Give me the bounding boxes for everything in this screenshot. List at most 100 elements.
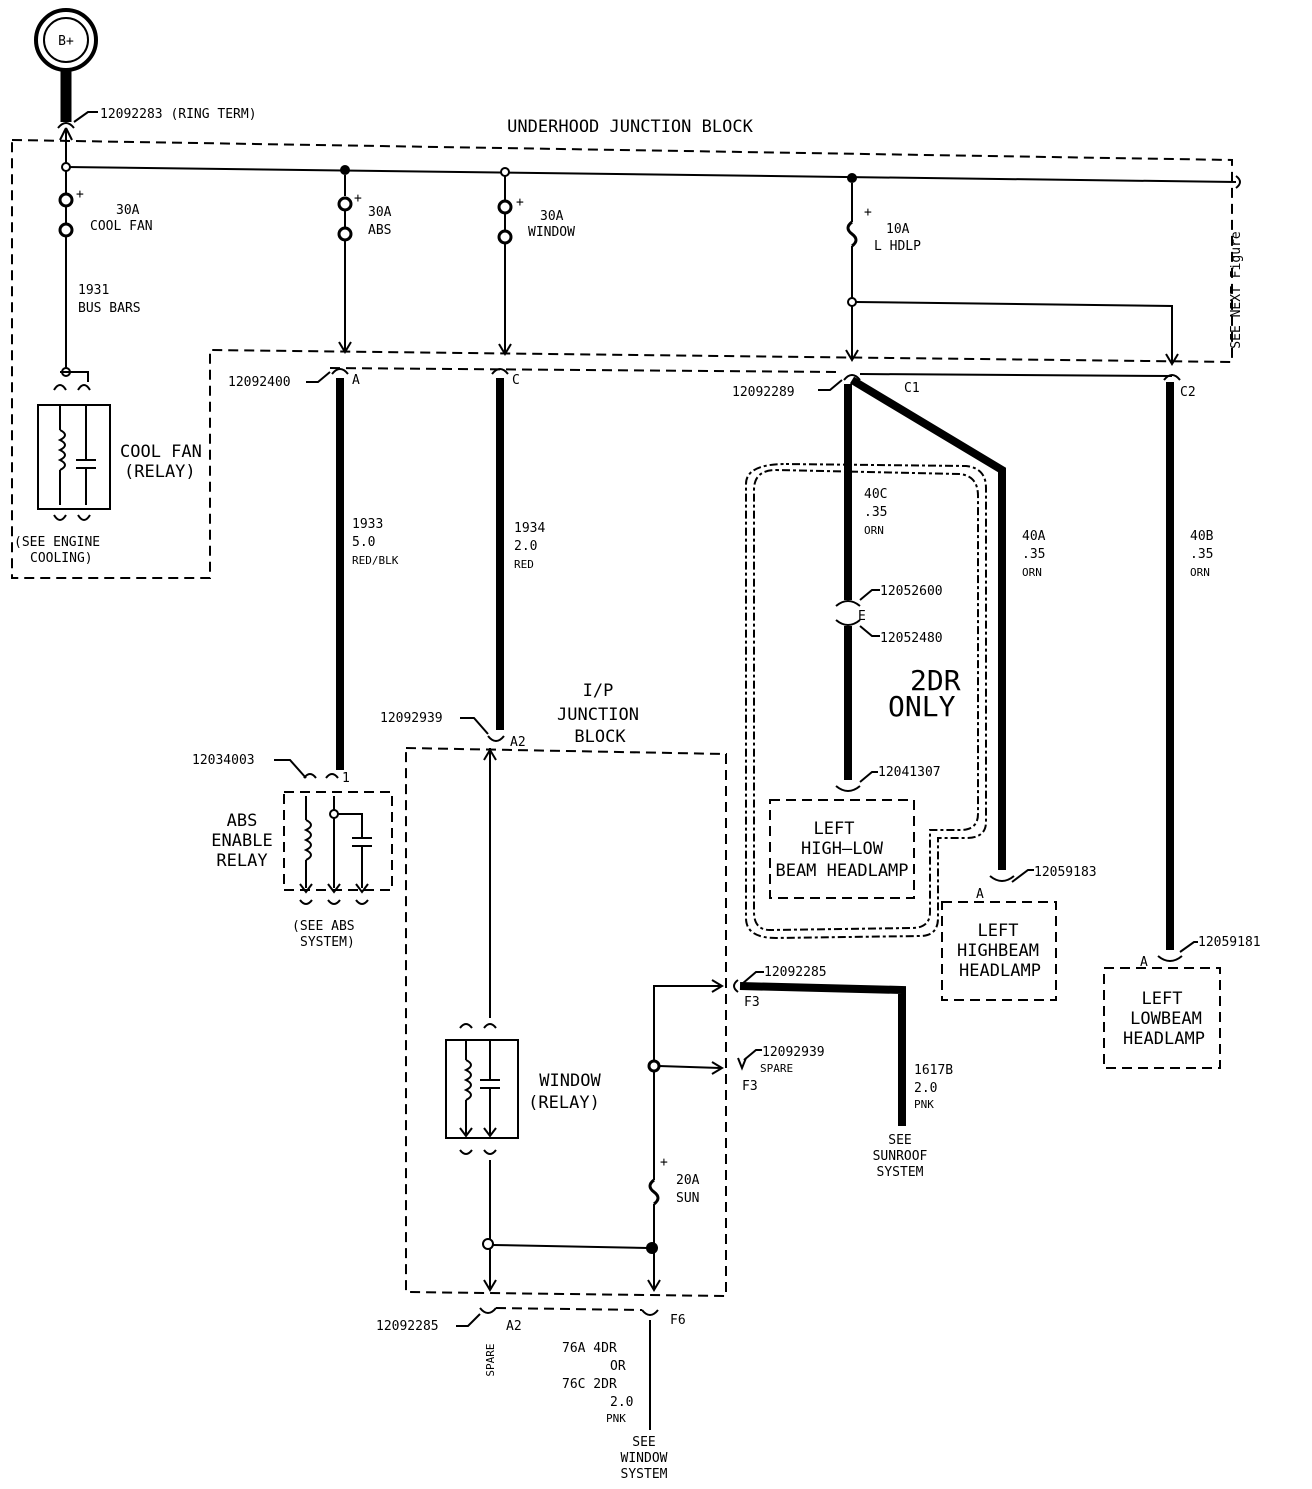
c2-arrow <box>1165 353 1179 366</box>
window-fuse-output-arrow <box>498 343 512 356</box>
inline-connector-bottom <box>835 619 861 626</box>
connector-strip-c1-c2 <box>859 373 1173 377</box>
lamp-lowbeam-line1: LEFT <box>1142 989 1183 1009</box>
ref-window-3: SYSTEM <box>621 1467 668 1482</box>
connector-strip-a-c <box>329 367 841 373</box>
window-fuse-terminal-top <box>497 199 513 215</box>
connector-12052600-leader <box>859 589 880 601</box>
wire-40a-color: ORN <box>1022 566 1042 579</box>
hdlp-fuse-element <box>846 220 858 248</box>
lamp-hilo-line2: HIGH–LOW <box>801 839 884 859</box>
connector-12041307-symbol <box>835 785 861 792</box>
sun-output-arrow <box>647 1279 661 1292</box>
wire-40b-color: ORN <box>1190 566 1210 579</box>
connector-a-highbeam: A <box>976 887 984 902</box>
connector-12041307-leader <box>859 771 878 783</box>
sun-fuse-rating: 20A <box>676 1173 700 1188</box>
lamp-left-lowbeam <box>1103 967 1221 1069</box>
wire-76-line4: 2.0 <box>610 1395 633 1410</box>
ref-window-2: WINDOW <box>621 1451 668 1466</box>
lamp-highbeam-line2: HIGHBEAM <box>957 941 1039 961</box>
coolfan-relay-capacitor <box>76 405 96 505</box>
connector-12092400-leader <box>306 371 331 383</box>
connector-c-symbol <box>491 368 509 375</box>
coolfan-relay-feed <box>60 371 89 382</box>
window-relay-capacitor <box>480 1040 500 1134</box>
connector-12092939-spare-label: 12092939 <box>762 1045 825 1060</box>
connector-a-label: A <box>352 373 360 388</box>
connector-12092939-spare-leader <box>743 1049 762 1061</box>
connector-a2-bottom-label: A2 <box>506 1319 522 1334</box>
ref-sunroof-2: SUNROOF <box>873 1149 928 1164</box>
connector-c1-label: C1 <box>904 381 920 396</box>
connector-a2-top-symbol <box>487 735 505 742</box>
connector-a-symbol <box>331 368 349 375</box>
connector-12092285-f3-label: 12092285 <box>764 965 827 980</box>
abs-relay-capacitor <box>338 813 372 888</box>
connector-f6-symbol <box>641 1309 659 1316</box>
window-output-arrow <box>483 1279 497 1292</box>
sun-fuse-element <box>648 1178 660 1206</box>
window-relay-output-arrows <box>459 1127 497 1138</box>
connector-12092289-leader <box>818 379 843 391</box>
bus-node-window <box>500 167 510 177</box>
abs-fuse-rating: 30A <box>368 205 392 220</box>
coolfan-relay-label: COOL FAN <box>120 442 202 462</box>
abs-relay-bottom-pins <box>299 899 369 905</box>
inline-connector-top <box>835 600 861 607</box>
connector-f3-symbol <box>733 979 739 993</box>
wire-40c-circuit: 40C <box>864 487 887 502</box>
hdlp-fuse-plus: + <box>864 205 872 220</box>
connector-12052480-label: 12052480 <box>880 631 943 646</box>
coolfan-fuse-name: COOL FAN <box>90 219 153 234</box>
hdlp-fuse-name: L HDLP <box>874 239 921 254</box>
abs-relay-output-arrows <box>299 883 369 894</box>
connector-a2-bottom-symbol <box>479 1307 497 1314</box>
underhood-junction-block-title: UNDERHOOD JUNCTION BLOCK <box>507 117 753 137</box>
connector-f6-label: F6 <box>670 1313 686 1328</box>
connector-f3-label: F3 <box>744 995 760 1010</box>
coolfan-relay-top-pins <box>53 384 91 391</box>
wire-40a-circuit: 40A <box>1022 529 1046 544</box>
sun-junction-node <box>646 1242 658 1254</box>
ref-window-1: SEE <box>632 1435 655 1450</box>
battery-source-inner <box>43 17 89 63</box>
connector-e-label: E <box>858 609 866 624</box>
connector-spare-label: SPARE <box>760 1062 793 1075</box>
ip-window-feed-arrow <box>483 748 497 761</box>
window-output-node <box>482 1238 494 1250</box>
window-relay-label: WINDOW <box>539 1071 601 1091</box>
sun-fuse-name: SUN <box>676 1191 699 1206</box>
abs-fuse-terminal-bottom <box>337 226 353 242</box>
bus-feed-arrow <box>59 127 73 141</box>
wire-40b-gauge: .35 <box>1190 547 1213 562</box>
hdlp-split-node <box>847 297 857 307</box>
sun-fuse-plus: + <box>660 1155 668 1170</box>
coolfan-relay-body <box>37 404 111 510</box>
wire-1933-circuit: 1933 <box>352 517 383 532</box>
bus-node-abs <box>340 165 350 175</box>
ip-block-title-2: JUNCTION <box>557 705 639 725</box>
wire-76-line1: 76A 4DR <box>562 1341 617 1356</box>
battery-label: B+ <box>58 34 74 49</box>
window-fuse-plus: + <box>516 195 524 210</box>
coolfan-relay-note-2: COOLING) <box>30 551 93 566</box>
window-relay-coil <box>463 1040 472 1134</box>
connector-12092285-bottom-label: 12092285 <box>376 1319 439 1334</box>
connector-a2-top-label: A2 <box>510 735 526 750</box>
wire-1933-gauge: 5.0 <box>352 535 375 550</box>
wire-1934-color: RED <box>514 558 534 571</box>
connector-spare-bottom-label: SPARE <box>484 1343 497 1376</box>
ring-term-label: 12092283 (RING TERM) <box>100 107 257 122</box>
wire-40b-circuit: 40B <box>1190 529 1214 544</box>
connector-c1-symbol <box>843 374 861 381</box>
window-relay-top-pins <box>459 1023 497 1029</box>
wire-1617b-circuit: 1617B <box>914 1063 953 1078</box>
connector-12092400-label: 12092400 <box>228 375 291 390</box>
window-to-sun-link <box>492 1244 649 1249</box>
coolfan-relay-bottom-pins <box>53 514 91 521</box>
abs-fuse-output-arrow <box>338 341 352 354</box>
option-2dr-region-outer <box>745 462 987 940</box>
main-bus-bar <box>65 166 1237 183</box>
